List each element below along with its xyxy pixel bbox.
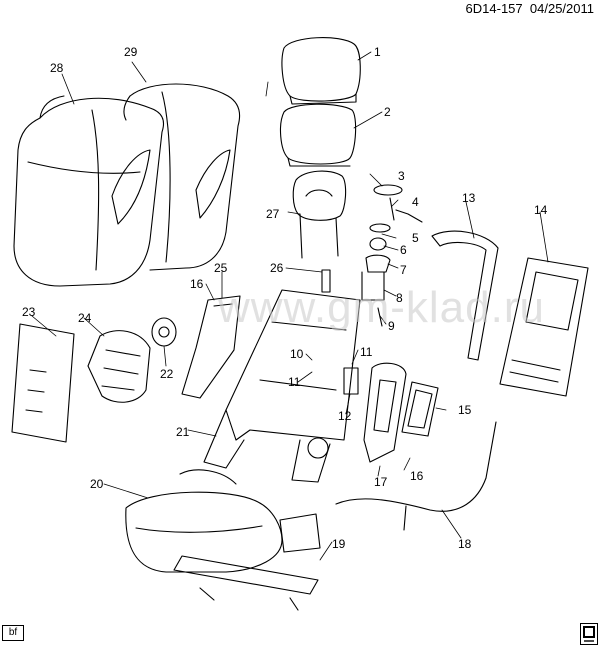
callout-5: 5 [412, 231, 419, 245]
seat-back-cover-28 [13, 95, 165, 287]
callout-27: 27 [266, 207, 280, 221]
diagram-ref: 6D14-157 [465, 1, 523, 16]
side-frame-13 [431, 230, 499, 361]
headrest-frame-27 [292, 170, 347, 259]
trim-bezel-15 [401, 381, 439, 437]
headrest-1 [281, 37, 361, 105]
callout-13: 13 [462, 191, 476, 205]
side-shield-25 [181, 295, 241, 399]
callout-20: 20 [90, 477, 104, 491]
gm-brand-icon-glyph [583, 626, 595, 642]
callout-15: 15 [458, 403, 472, 417]
callout-1: 1 [374, 45, 381, 59]
back-panel-14 [499, 257, 589, 397]
callout-9: 9 [388, 319, 395, 333]
callout-22: 22 [160, 367, 174, 381]
gm-brand-icon [580, 623, 598, 645]
diagram-header: 6D14-157 04/25/2011 [466, 1, 594, 16]
leader-lines [31, 51, 549, 561]
callout-25: 25 [214, 261, 228, 275]
watermark-text: www.gm-klad.ru [218, 283, 545, 332]
headrest-2 [279, 103, 357, 167]
small-parts-3-9 [361, 184, 423, 327]
callout-16b: 16 [410, 469, 424, 483]
callout-28: 28 [50, 61, 64, 75]
side-panel-17 [363, 362, 407, 463]
seat-cushion-20 [125, 469, 283, 573]
callout-26: 26 [270, 261, 284, 275]
callout-11b: 11 [288, 375, 301, 389]
callout-23: 23 [22, 305, 36, 319]
callout-3: 3 [398, 169, 405, 183]
callout-6: 6 [400, 243, 407, 257]
callout-8: 8 [396, 291, 403, 305]
headrest-post-26 [321, 269, 331, 293]
lumbar-bolster-22 [151, 317, 177, 347]
callout-18: 18 [458, 537, 472, 551]
callout-11a: 11 [360, 345, 373, 359]
callout-29: 29 [124, 45, 138, 59]
callout-4: 4 [412, 195, 419, 209]
callout-17: 17 [374, 475, 388, 489]
bracket-12 [343, 367, 359, 395]
callout-19: 19 [332, 537, 346, 551]
callout-24: 24 [78, 311, 92, 325]
diagram-date: 04/25/2011 [529, 1, 594, 16]
footer-tag: bf [2, 625, 24, 641]
callout-2: 2 [384, 105, 391, 119]
callout-10: 10 [290, 347, 304, 361]
lumbar-mechanism-24 [87, 330, 151, 403]
harness-18 [335, 421, 497, 531]
callout-14: 14 [534, 203, 548, 217]
callout-12: 12 [338, 409, 352, 423]
callout-16a: 16 [190, 277, 204, 291]
seat-track-19 [173, 513, 321, 611]
callout-21: 21 [176, 425, 190, 439]
callout-7: 7 [400, 263, 407, 277]
seat-back-cover-29 [123, 83, 241, 271]
pad-23 [11, 323, 75, 443]
